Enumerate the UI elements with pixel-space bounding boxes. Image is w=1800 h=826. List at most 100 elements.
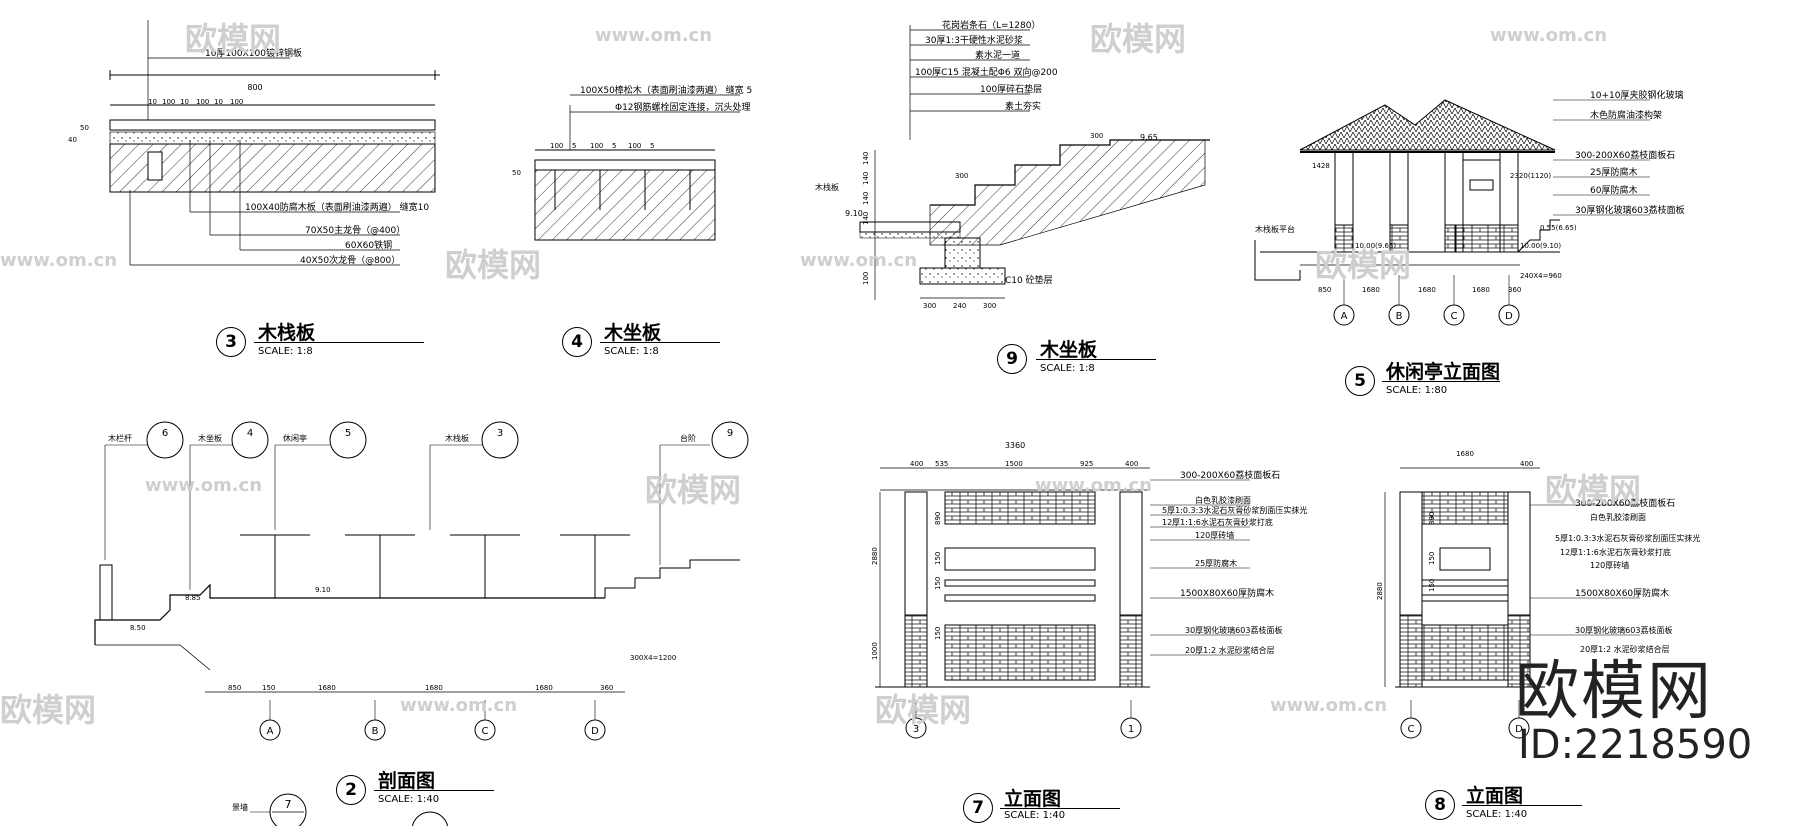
d7-dim: 890 <box>934 512 942 525</box>
d8-note: 20厚1:2 水泥砂浆结合层 <box>1580 644 1670 654</box>
drawing-title-7: 立面图 <box>1004 788 1062 810</box>
d3-note: 40X50次龙骨（@800） <box>300 254 400 266</box>
drawing-scale-2: SCALE: 1:40 <box>378 794 440 805</box>
d9-note: C10 砼垫层 <box>1005 274 1053 286</box>
d3-note: 60X60铁钢 <box>345 239 392 251</box>
drawing-scale-3: SCALE: 1:8 <box>258 346 313 357</box>
drawing-5-pavilion-elevation: A B C D 1428 850 1680 1680 1680 360 240X… <box>1254 89 1685 326</box>
drawing-3-deck-board: 800 10 100 10 100 10 100 50 40 10厚100X10… <box>68 20 440 266</box>
d7-dim: 400 <box>1125 460 1138 468</box>
d5-note: 300-200X60荔枝面板石 <box>1575 149 1675 161</box>
d5-dim: 10.00(9.10) <box>1520 242 1561 250</box>
d9-dim: 140 <box>862 212 870 225</box>
watermark-url: www.om.cn <box>1490 25 1608 46</box>
ref-label: 景墙 <box>232 802 248 812</box>
d5-dim: 360 <box>1508 286 1521 294</box>
d8-note: 12厚1:1:6水泥石灰膏砂浆打底 <box>1560 547 1671 557</box>
drawing-title-2: 剖面图 <box>378 770 436 792</box>
d2-axis-label: D <box>591 726 599 737</box>
d2-ref-note: 木栈板 <box>445 433 469 443</box>
d9-note: 100厚碎石垫层 <box>980 83 1042 95</box>
d4-dim: 50 <box>512 169 521 177</box>
drawing-number-3: 3 <box>216 327 246 357</box>
d4-dim: 100 <box>628 142 641 150</box>
d5-dim: 1680 <box>1472 286 1490 294</box>
d3-dim: 10 <box>180 98 189 106</box>
d2-ref-num: 5 <box>345 428 351 439</box>
d9-dim: 9.65 <box>1140 133 1158 142</box>
d2-ref-num: 4 <box>247 428 253 439</box>
drawing-number-5: 5 <box>1345 366 1375 396</box>
drawing-number-8: 8 <box>1425 790 1455 820</box>
d3-dim-total: 800 <box>247 83 262 92</box>
d5-dim: 1680 <box>1418 286 1436 294</box>
d5-note: 木色防腐油漆构架 <box>1590 109 1662 121</box>
d7-dim: 3360 <box>1005 441 1025 450</box>
drawing-2-section: 6 4 5 3 9 木栏杆 木坐板 休闲亭 木栈板 台阶 A B C D 850… <box>94 421 749 741</box>
d7-note: 25厚防腐木 <box>1195 558 1237 568</box>
d7-note: 300-200X60荔枝面板石 <box>1180 469 1280 481</box>
d5-axis-label: B <box>1396 311 1403 322</box>
d3-dim: 100 <box>162 98 175 106</box>
brand-name: 欧模网 <box>1515 655 1713 729</box>
d2-axis-label: C <box>482 726 489 737</box>
d5-dim: 0.55(6.65) <box>1540 224 1577 232</box>
drawing-number-2: 2 <box>336 775 366 805</box>
d3-dim: 50 <box>80 124 89 132</box>
d2-ref-num: 9 <box>727 428 733 439</box>
d5-dim: 10.00(9.65) <box>1355 242 1396 250</box>
watermark-url: www.om.cn <box>0 250 118 271</box>
d2-dim: 360 <box>600 684 613 692</box>
d9-note: 素土夯实 <box>1005 100 1041 112</box>
d7-dim: 150 <box>934 577 942 590</box>
d7-dim: 1500 <box>1005 460 1023 468</box>
d5-note: 木栈板平台 <box>1255 224 1295 234</box>
d8-axis-label: D <box>1515 724 1523 735</box>
d2-ref-note: 木栏杆 <box>108 433 132 443</box>
d9-dim: 9.10 <box>845 209 863 218</box>
d7-note: 20厚1:2 水泥砂浆结合层 <box>1185 645 1275 655</box>
d2-axis-label: B <box>372 726 379 737</box>
d8-dim: 150 <box>1428 579 1436 592</box>
d5-note: 25厚防腐木 <box>1590 166 1637 178</box>
drawing-9-step-section: 300 300 9.65 9.10 140 140 140 140 100 30… <box>815 19 1210 310</box>
d3-note: 70X50主龙骨（@400） <box>305 224 405 236</box>
d8-note: 1500X80X60厚防腐木 <box>1575 587 1669 599</box>
d9-note: 花岗岩条石（L=1280） <box>942 19 1040 31</box>
d5-axis-label: C <box>1451 311 1458 322</box>
d3-dim: 100 <box>196 98 209 106</box>
d2-dim: 850 <box>228 684 241 692</box>
d2-ref-note: 休闲亭 <box>283 433 307 443</box>
watermark-logo: 欧模网 <box>0 691 97 729</box>
watermark-url: www.om.cn <box>400 695 518 716</box>
d7-note: 白色乳胶漆刷面 <box>1195 495 1251 505</box>
d5-note: 30厚钢化玻璃603荔枝面板 <box>1575 204 1685 216</box>
d9-note: 30厚1:3干硬性水泥砂浆 <box>925 34 1023 46</box>
d2-dim: 8.50 <box>130 624 146 632</box>
d4-dim: 5 <box>612 142 616 150</box>
d7-dim: 1000 <box>871 642 879 660</box>
d8-dim: 1680 <box>1456 450 1474 458</box>
d2-dim: 150 <box>262 684 275 692</box>
d5-dim: 2320(1120) <box>1510 172 1551 180</box>
drawing-title-9: 木坐板 <box>1040 339 1098 361</box>
d8-dim: 890 <box>1428 512 1436 525</box>
watermark-logo: 欧模网 <box>1315 246 1412 284</box>
d2-ref-note: 台阶 <box>680 433 696 443</box>
d3-note: 10厚100X100镀锌钢板 <box>205 47 302 59</box>
d7-note: 120厚砖墙 <box>1195 530 1234 540</box>
ref-num: 7 <box>285 798 292 811</box>
drawing-scale-7: SCALE: 1:40 <box>1004 810 1066 821</box>
d3-dim: 100 <box>230 98 243 106</box>
d9-dim: 140 <box>862 192 870 205</box>
d2-ref-note: 木坐板 <box>198 433 222 443</box>
d8-axis-label: C <box>1408 724 1415 735</box>
d2-dim: 1680 <box>318 684 336 692</box>
d9-dim: 300 <box>923 302 936 310</box>
d7-dim: 150 <box>934 552 942 565</box>
d4-note: 100X50樟松木（表面刷油漆两遍） 缝宽 5 <box>580 84 752 96</box>
d7-note: 5厚1:0.3:3水泥石灰膏砂浆刮面压实抹光 <box>1162 505 1307 515</box>
d8-dim: 2880 <box>1376 582 1384 600</box>
d4-dim: 100 <box>550 142 563 150</box>
